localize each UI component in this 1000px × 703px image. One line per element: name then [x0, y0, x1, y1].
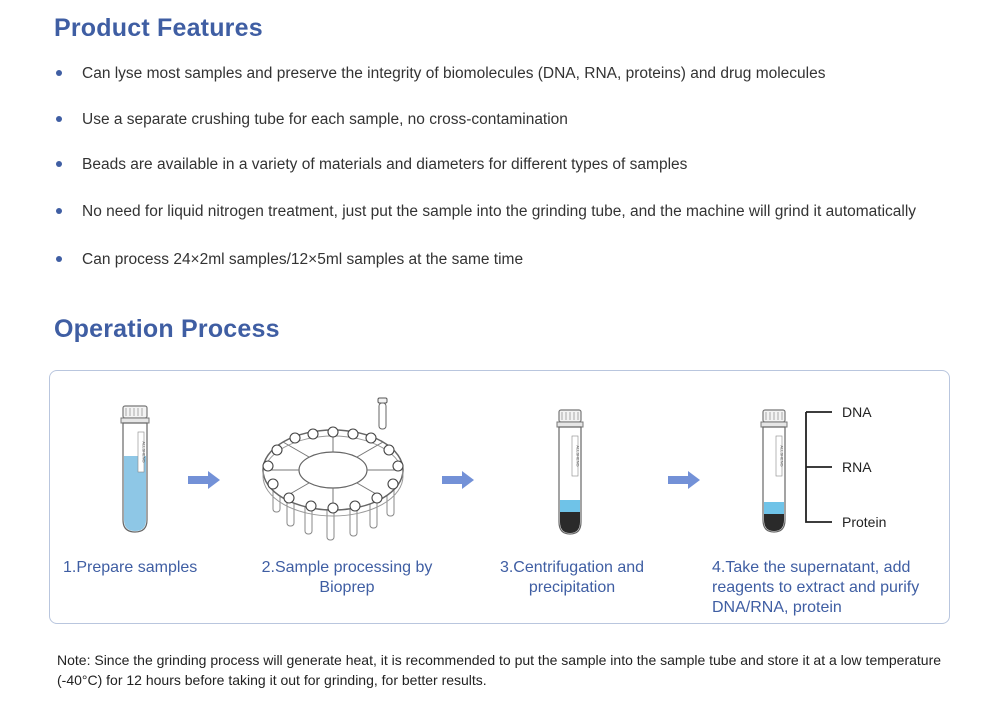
feature-item: Beads are available in a variety of mate… [56, 155, 962, 175]
bullet-icon [56, 161, 62, 167]
layer-label-protein: Protein [842, 514, 887, 530]
svg-text:ALLSHENG: ALLSHENG [142, 441, 147, 462]
bullet-icon [56, 208, 62, 214]
layer-label-dna: DNA [842, 404, 872, 420]
bioprep-rotor-icon [262, 397, 404, 541]
arrow-right-icon [668, 471, 700, 489]
layer-label-rna: RNA [842, 459, 872, 475]
svg-text:ALLSHENG: ALLSHENG [576, 445, 581, 466]
features-title: Product Features [54, 14, 263, 42]
feature-item: Use a separate crushing tube for each sa… [56, 110, 962, 130]
centrifuged-tube-icon: ALLSHENG [556, 409, 584, 535]
feature-item: Can process 24×2ml samples/12×5ml sample… [56, 250, 962, 270]
bullet-icon [56, 116, 62, 122]
step-3-label: 3.Centrifugation and precipitation [499, 559, 645, 596]
layered-tube-icon: ALLSHENG [760, 409, 832, 533]
feature-text: Can lyse most samples and preserve the i… [82, 65, 826, 82]
step-2-label: 2.Sample processing by Bioprep [261, 559, 433, 596]
step-1-label: 1.Prepare samples [63, 559, 198, 576]
step-4-label: 4.Take the supernatant, add reagents to … [712, 559, 920, 616]
process-panel [49, 370, 950, 624]
feature-item: No need for liquid nitrogen treatment, j… [56, 202, 962, 222]
feature-text: Can process 24×2ml samples/12×5ml sample… [82, 251, 524, 268]
feature-text: Use a separate crushing tube for each sa… [82, 111, 568, 128]
bullet-icon [56, 70, 62, 76]
feature-text: No need for liquid nitrogen treatment, j… [82, 203, 917, 220]
arrow-right-icon [442, 471, 474, 489]
process-title: Operation Process [54, 315, 280, 343]
note-text: Note: Since the grinding process will ge… [57, 652, 942, 688]
arrow-right-icon [188, 471, 220, 489]
sample-tube-icon: ALLSHENG [120, 405, 150, 533]
svg-text:ALLSHENG: ALLSHENG [780, 445, 785, 466]
bullet-icon [56, 256, 62, 262]
feature-item: Can lyse most samples and preserve the i… [56, 64, 962, 84]
feature-text: Beads are available in a variety of mate… [82, 156, 688, 173]
